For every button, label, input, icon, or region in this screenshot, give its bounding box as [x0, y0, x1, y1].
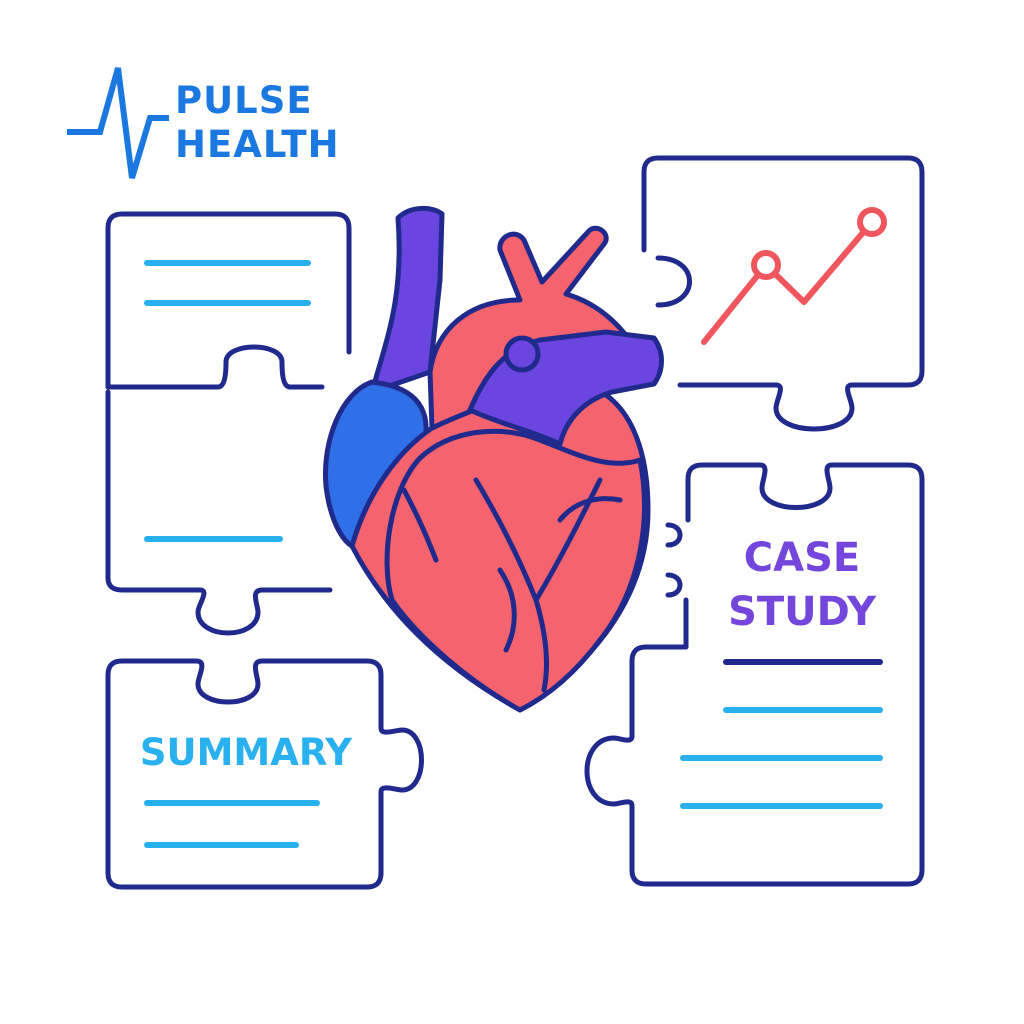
puzzle-piece-chart: [641, 155, 925, 432]
puzzle-piece-case-study: [584, 462, 925, 887]
case-study-label-line1: CASE: [744, 535, 860, 581]
puzzle-piece-top-left: [105, 211, 352, 390]
brand-name-line2: HEALTH: [175, 123, 340, 166]
ventricle: [384, 428, 647, 713]
pulse-wave-icon: [67, 67, 169, 179]
pulmonary-opening: [503, 335, 541, 373]
brand-name-line1: PULSE: [175, 79, 313, 122]
chart-point: [751, 250, 781, 280]
puzzle-piece-middle-left: [105, 389, 333, 636]
summary-label: SUMMARY: [140, 731, 353, 774]
trend-chart-icon: [701, 207, 887, 345]
puzzle-piece-summary: [105, 658, 424, 890]
case-study-label-line2: STUDY: [728, 589, 877, 635]
chart-point: [857, 207, 887, 237]
brand-logo: PULSE HEALTH: [67, 67, 340, 179]
coronary-vessels: [401, 477, 623, 693]
heart-icon: [322, 206, 664, 713]
